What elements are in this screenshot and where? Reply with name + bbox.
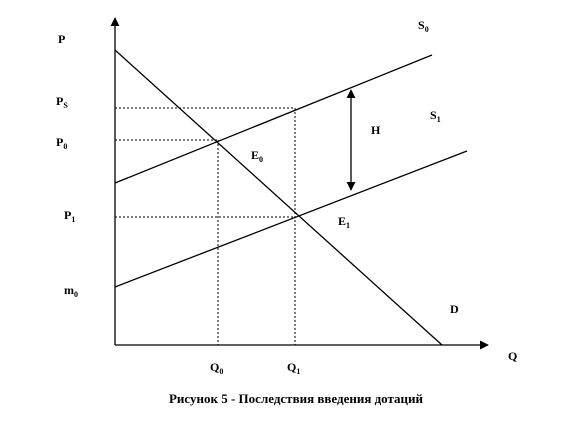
supply-curve-s0	[114, 54, 433, 184]
p1-label: P1	[64, 208, 75, 224]
e1-label: E1	[338, 214, 350, 230]
supply-curve-s1	[114, 150, 468, 288]
price-axis-label: P	[58, 32, 65, 46]
figure-caption: Рисунок 5 - Последствия введения дотаций	[169, 391, 424, 406]
s0-label: S0	[418, 18, 429, 34]
e0-label: E0	[251, 148, 263, 164]
q1-label: Q1	[287, 360, 300, 376]
ps-label: PS	[56, 94, 68, 110]
h-label: H	[371, 123, 381, 137]
m0-label: m0	[64, 283, 78, 299]
s1-label: S1	[430, 108, 441, 124]
p0-label: P0	[56, 135, 67, 151]
q0-label: Q0	[210, 360, 223, 376]
d-label: D	[450, 302, 459, 316]
demand-curve	[114, 49, 443, 346]
quantity-axis-label: Q	[508, 349, 517, 363]
